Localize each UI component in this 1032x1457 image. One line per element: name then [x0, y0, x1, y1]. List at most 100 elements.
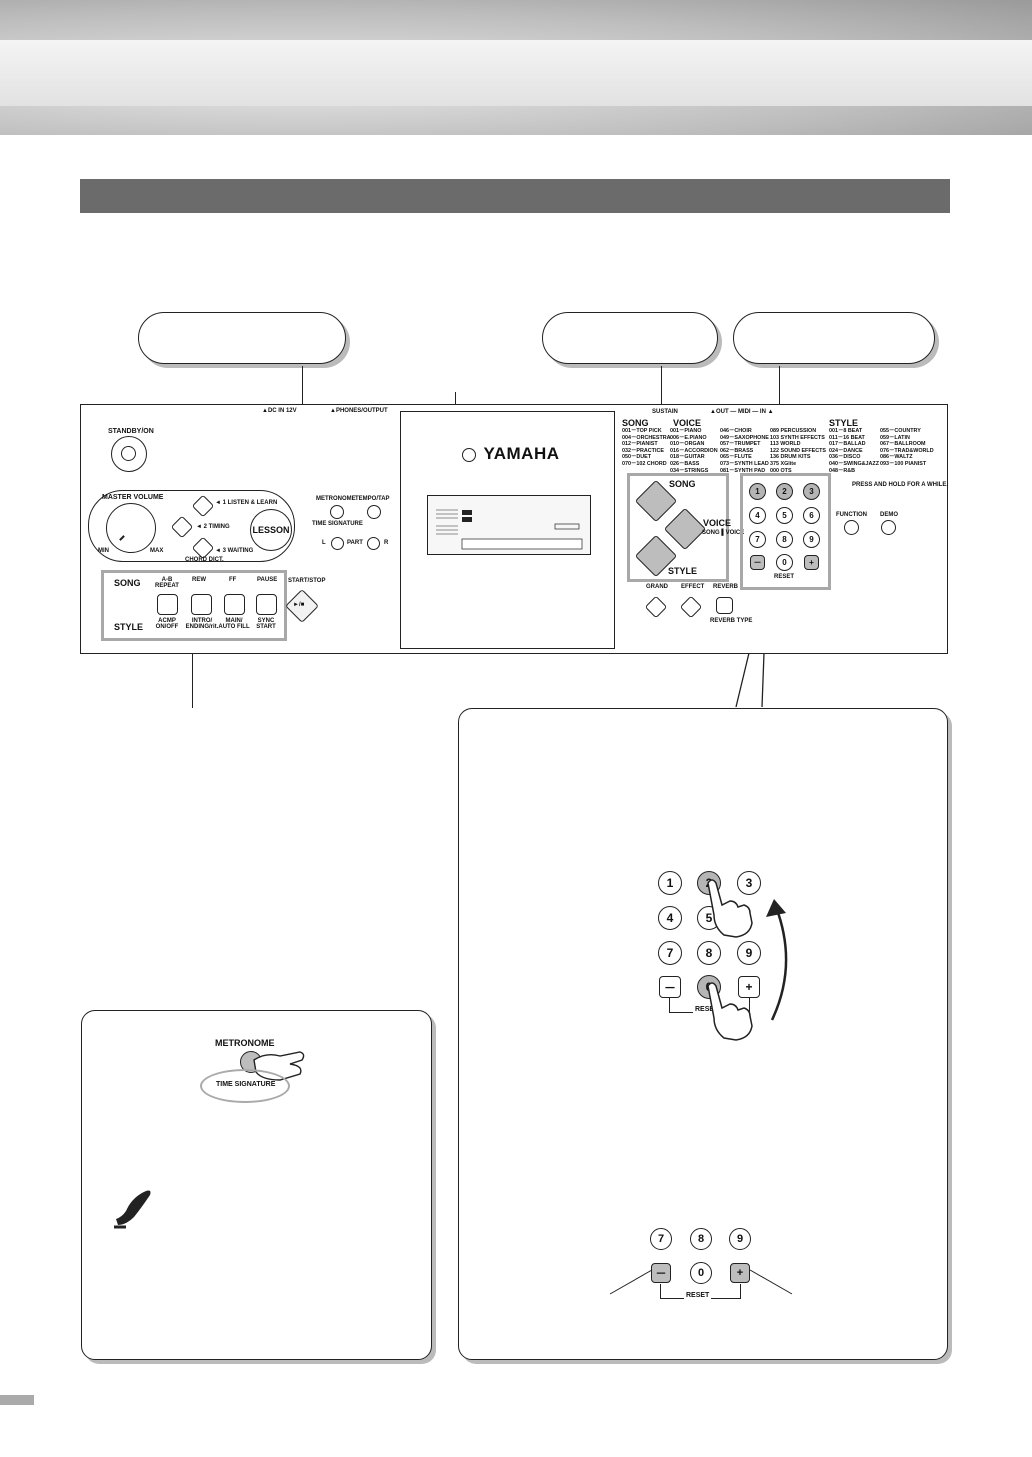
fig-reset-label: RESET	[693, 1006, 721, 1013]
panel-num-7-button[interactable]: 7	[749, 531, 766, 548]
part-l-button[interactable]	[331, 537, 344, 550]
song-category-list: 001－TOP PICK 004－ORCHESTRA 012－PIANIST 0…	[622, 428, 671, 467]
style-list-header: STYLE	[829, 418, 859, 428]
panel-num-6-button[interactable]: 6	[803, 507, 820, 524]
standby-on-button[interactable]	[111, 436, 147, 472]
master-volume-knob[interactable]	[106, 503, 156, 553]
fig2-num-9-button: 9	[729, 1228, 751, 1250]
knob-indicator	[119, 535, 125, 541]
numeric-keypad-group	[740, 473, 831, 590]
fig-time-signature-label: TIME SIGNATURE	[216, 1081, 276, 1088]
style-category-list-2: 055－COUNTRY 059－LATIN 067－BALLROOM 076－T…	[880, 428, 934, 467]
ff-button[interactable]	[224, 594, 245, 615]
fig2-num-0-button: 0	[690, 1262, 712, 1284]
intro-ending-label: INTRO/ ENDING/rit.	[185, 618, 219, 630]
fig-minus-button: －	[659, 976, 681, 998]
pause-button[interactable]	[256, 594, 277, 615]
ab-repeat-button[interactable]	[157, 594, 178, 615]
part-label: PART	[347, 540, 363, 546]
song-row-label: SONG	[114, 578, 141, 588]
chord-dict-label: CHORD DICT.	[185, 557, 224, 563]
section-title-bar	[80, 179, 950, 213]
lesson-button-label: LESSON	[252, 525, 290, 535]
callout-bubble-numbers	[733, 312, 935, 364]
main-auto-fill-label: MAIN/ AUTO FILL	[218, 618, 250, 630]
header-strip	[0, 40, 1032, 106]
start-stop-symbol: ►/■	[293, 602, 305, 608]
voice-category-list-1: 001－PIANO 006－E.PIANO 010－ORGAN 016－ACCO…	[670, 428, 718, 474]
reverb-label: REVERB	[713, 584, 739, 590]
fig-num-4-button: 4	[658, 906, 682, 930]
panel-num-8-button[interactable]: 8	[776, 531, 793, 548]
volume-max-label: MAX	[150, 548, 164, 554]
fig2-num-7-button: 7	[650, 1228, 672, 1250]
part-r-label: R	[384, 540, 389, 546]
start-stop-label: START/STOP	[288, 578, 326, 584]
fig2-plus-button: +	[730, 1263, 750, 1283]
master-volume-region	[88, 490, 295, 562]
keypad-info-box	[458, 708, 948, 1360]
grand-label: GRAND	[646, 584, 668, 590]
phones-output-label: ▲PHONES/OUTPUT	[330, 408, 388, 414]
fig-num-9-button: 9	[737, 941, 761, 965]
tempo-tap-label: TEMPO/TAP	[355, 496, 390, 502]
style-row-label: STYLE	[114, 622, 144, 632]
song-list-header: SONG	[622, 418, 649, 428]
voice-category-list-2: 046－CHOIR 049－SAXOPHONE 057－TRUMPET 062－…	[720, 428, 769, 474]
yamaha-logo: YAMAHA	[462, 444, 560, 464]
acmp-label: ACMP ON/OFF	[155, 618, 179, 630]
sync-start-label: SYNC START	[256, 618, 276, 630]
function-label: FUNCTION	[836, 512, 867, 518]
song-voice-label: SONG ▌VOICE	[702, 530, 745, 536]
side-thumb-tab	[0, 1395, 34, 1405]
song-voice-style-group	[627, 473, 729, 582]
display-housing	[400, 411, 615, 649]
reverb-button[interactable]	[716, 597, 733, 614]
tempo-tap-button[interactable]	[367, 505, 381, 519]
demo-button[interactable]	[881, 520, 896, 535]
panel-num-5-button[interactable]: 5	[776, 507, 793, 524]
voice-button-label: VOICE	[703, 518, 732, 528]
volume-min-label: MIN	[98, 548, 109, 554]
fig2-minus-button: －	[651, 1263, 671, 1283]
lesson-2-label: ◄ 2 TIMING	[196, 524, 230, 530]
part-r-button[interactable]	[367, 537, 380, 550]
style-button-label: STYLE	[668, 566, 698, 576]
part-l-label: L	[322, 540, 326, 546]
voice-category-list-3: 089 PERCUSSION 103 SYNTH EFFECTS 113 WOR…	[770, 428, 827, 474]
lesson-button[interactable]: LESSON	[250, 509, 292, 551]
panel-num-0-button[interactable]: 0	[776, 554, 793, 571]
panel-num-3-button[interactable]: 3	[803, 483, 820, 500]
leader-line-song-buttons	[192, 640, 194, 708]
panel-num-2-button[interactable]: 2	[776, 483, 793, 500]
function-button[interactable]	[844, 520, 859, 535]
fig-time-signature-ellipse	[200, 1069, 290, 1103]
panel-num-1-button[interactable]: 1	[749, 483, 766, 500]
metronome-button[interactable]	[330, 505, 344, 519]
master-volume-label: MASTER VOLUME	[102, 494, 164, 501]
rew-button[interactable]	[191, 594, 212, 615]
fig2-minus-leader-line	[609, 1269, 653, 1295]
fig2-reset-label: RESET	[684, 1292, 712, 1299]
fig-sequence-arrow-icon	[766, 899, 788, 1021]
standby-label: STANDBY/ON	[108, 428, 154, 435]
panel-minus-button[interactable]: －	[750, 555, 765, 570]
fig-num-1-button: 1	[658, 871, 682, 895]
voice-list-header: VOICE	[673, 418, 702, 428]
song-button-label: SONG	[669, 479, 696, 489]
panel-reset-label: RESET	[774, 574, 795, 580]
style-category-list-1: 001－8 BEAT 011－16 BEAT 017－BALLAD 024－DA…	[829, 428, 880, 474]
panel-plus-button[interactable]: +	[804, 555, 819, 570]
lcd-keyboard-graphic	[461, 538, 583, 550]
fig-num-3-button: 3	[737, 871, 761, 895]
panel-num-4-button[interactable]: 4	[749, 507, 766, 524]
press-and-hold-icon	[114, 1190, 151, 1229]
press-hold-label: PRESS AND HOLD FOR A WHILE.	[852, 482, 948, 488]
panel-num-9-button[interactable]: 9	[803, 531, 820, 548]
fig-num-8-button: 8	[697, 941, 721, 965]
ff-label: FF	[229, 577, 237, 583]
fig-metronome-label: METRONOME	[215, 1038, 275, 1048]
dc-in-label: ▲DC IN 12V	[262, 408, 297, 414]
lesson-3-label: ◄ 3 WAITING	[215, 548, 254, 554]
midi-label: ▲OUT — MIDI — IN ▲	[710, 409, 774, 415]
